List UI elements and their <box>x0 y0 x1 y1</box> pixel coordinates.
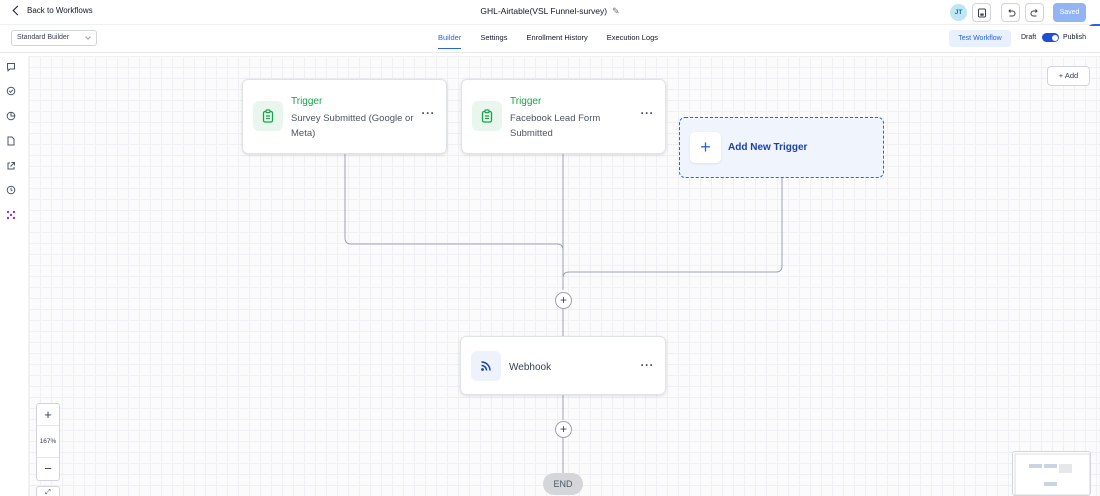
clipboard-icon <box>481 109 493 123</box>
tab-enrollment-history[interactable]: Enrollment History <box>526 33 588 42</box>
add-button[interactable]: + Add <box>1047 66 1090 86</box>
trigger-kicker: Trigger <box>291 96 323 107</box>
external-link-icon[interactable] <box>6 161 16 171</box>
draft-label: Draft <box>1021 34 1037 41</box>
redo-icon <box>1030 8 1038 16</box>
sub-toolbar: Standard Builder Builder Settings Enroll… <box>0 26 1100 53</box>
workflow-icon[interactable] <box>6 210 16 220</box>
zoom-controls: + 167% − <box>36 403 60 481</box>
add-new-trigger-button[interactable]: + Add New Trigger <box>679 117 884 178</box>
document-icon[interactable] <box>6 136 16 146</box>
trigger-label: Survey Submitted (Google or Meta) <box>291 113 414 139</box>
saved-button[interactable]: Saved <box>1053 3 1086 22</box>
webhook-action-node[interactable]: Webhook ··· <box>460 336 666 395</box>
more-options-icon[interactable]: ··· <box>640 358 654 372</box>
top-bar: Back to Workflows GHL-Airtable(VSL Funne… <box>0 0 1100 25</box>
more-options-icon[interactable]: ··· <box>421 106 435 120</box>
trigger-icon-box <box>253 101 283 131</box>
add-step-button[interactable]: + <box>555 292 572 309</box>
trigger-node-survey[interactable]: Trigger Survey Submitted (Google or Meta… <box>242 79 447 154</box>
add-new-trigger-label: Add New Trigger <box>728 142 808 153</box>
plus-icon: + <box>690 132 721 163</box>
workflow-title[interactable]: GHL-Airtable(VSL Funnel-survey) <box>480 6 608 16</box>
expand-icon: ⤢ <box>45 489 51 496</box>
publish-toggle[interactable] <box>1042 33 1059 42</box>
avatar[interactable]: JT <box>950 4 967 21</box>
chevron-down-icon <box>85 34 91 40</box>
minimap[interactable] <box>1012 451 1091 496</box>
trigger-kicker: Trigger <box>510 96 542 107</box>
trigger-icon-box <box>472 101 502 131</box>
test-workflow-button[interactable]: Test Workflow <box>949 30 1011 47</box>
trigger-label: Facebook Lead Form Submitted <box>510 113 601 139</box>
back-label: Back to Workflows <box>27 6 93 15</box>
plus-icon: + <box>1058 71 1064 80</box>
save-draft-button[interactable] <box>972 3 991 22</box>
builder-mode-select[interactable]: Standard Builder <box>11 30 97 46</box>
minimap-preview <box>1014 453 1090 495</box>
tab-bar: Builder Settings Enrollment History Exec… <box>438 33 658 49</box>
redo-button[interactable] <box>1025 3 1044 22</box>
trigger-node-facebook[interactable]: Trigger Facebook Lead Form Submitted ··· <box>461 79 666 154</box>
check-circle-icon[interactable] <box>6 86 16 96</box>
undo-icon <box>1007 8 1015 16</box>
message-icon[interactable] <box>6 62 16 72</box>
back-to-workflows-link[interactable]: Back to Workflows <box>12 5 93 16</box>
zoom-out-button[interactable]: − <box>37 457 59 479</box>
builder-mode-value: Standard Builder <box>17 34 70 41</box>
workflow-title-wrap: GHL-Airtable(VSL Funnel-survey) ✎ <box>0 6 1100 17</box>
save-icon <box>977 8 986 17</box>
zoom-level: 167% <box>39 438 57 445</box>
clock-icon[interactable] <box>6 185 16 195</box>
pencil-icon[interactable]: ✎ <box>612 6 620 16</box>
rss-icon <box>481 361 491 371</box>
pie-chart-icon[interactable] <box>6 111 16 121</box>
undo-button[interactable] <box>1001 3 1020 22</box>
fit-view-button[interactable]: ⤢ <box>36 486 60 496</box>
publish-label: Publish <box>1063 34 1086 41</box>
action-label: Webhook <box>509 362 552 373</box>
action-icon-box <box>471 351 501 381</box>
zoom-in-button[interactable]: + <box>37 404 59 426</box>
clipboard-icon <box>262 109 274 123</box>
tab-builder[interactable]: Builder <box>438 33 462 49</box>
left-sidebar <box>0 54 22 496</box>
add-step-button[interactable]: + <box>555 421 572 438</box>
more-options-icon[interactable]: ··· <box>640 106 654 120</box>
tab-settings[interactable]: Settings <box>480 33 508 42</box>
add-label: Add <box>1064 71 1079 80</box>
tab-execution-logs[interactable]: Execution Logs <box>606 33 659 42</box>
end-node: END <box>543 473 583 495</box>
